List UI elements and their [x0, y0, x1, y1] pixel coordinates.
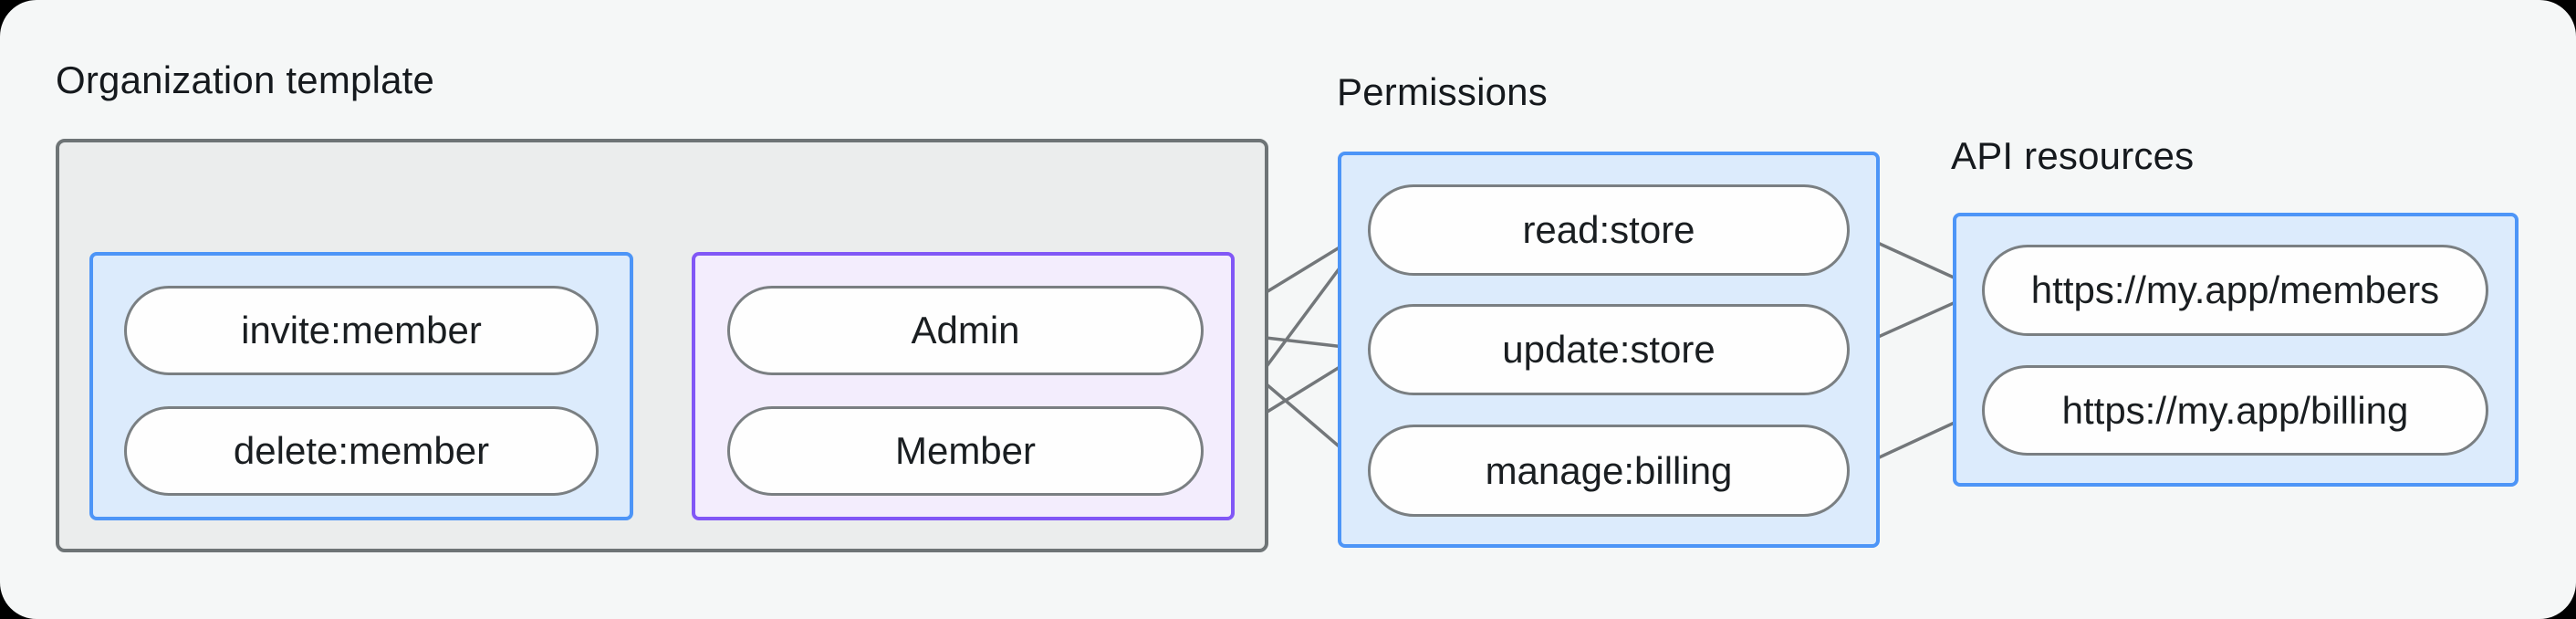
org-template-heading: Organization template: [56, 58, 435, 101]
node-member-role: Member: [727, 406, 1204, 496]
node-manage-billing-label: manage:billing: [1485, 448, 1733, 492]
node-api-billing: https://my.app/billing: [1982, 365, 2488, 456]
node-delete-member-label: delete:member: [233, 429, 490, 472]
node-update-store: update:store: [1368, 304, 1850, 395]
node-read-store: read:store: [1368, 184, 1850, 276]
node-api-members-label: https://my.app/members: [2030, 268, 2440, 311]
node-invite-member: invite:member: [124, 286, 599, 375]
node-admin-role-label: Admin: [911, 309, 1020, 351]
node-invite-member-label: invite:member: [241, 309, 482, 351]
node-member-role-label: Member: [894, 429, 1037, 472]
node-admin-role: Admin: [727, 286, 1204, 375]
node-update-store-label: update:store: [1502, 328, 1716, 371]
node-api-billing-label: https://my.app/billing: [2061, 388, 2409, 432]
node-delete-member: delete:member: [124, 406, 599, 496]
node-manage-billing: manage:billing: [1368, 425, 1850, 517]
node-read-store-label: read:store: [1522, 208, 1695, 251]
permissions-heading: Permissions: [1337, 70, 1548, 113]
node-api-members: https://my.app/members: [1982, 245, 2488, 336]
api-resources-heading: API resources: [1951, 134, 2195, 177]
